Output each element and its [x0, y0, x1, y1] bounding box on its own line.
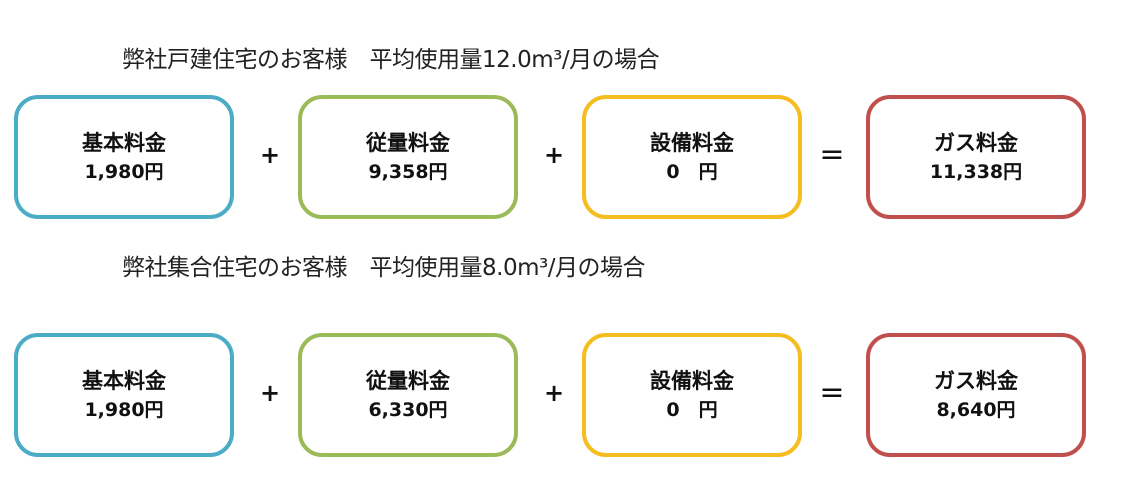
gas-fee-label: ガス料金 [934, 369, 1018, 393]
equipment-fee-label: 設備料金 [650, 131, 734, 155]
usage-fee-box: 従量料金 6,330円 [298, 333, 518, 457]
gas-fee-value: 8,640円 [936, 399, 1016, 421]
usage-fee-box: 従量料金 9,358円 [298, 95, 518, 219]
fee-equation-row-detached-house: 基本料金 1,980円 + 従量料金 9,358円 + 設備料金 0 円 = ガ… [0, 95, 1148, 219]
equals-operator: = [819, 375, 845, 410]
equipment-fee-box: 設備料金 0 円 [582, 333, 802, 457]
usage-fee-value: 9,358円 [368, 161, 448, 183]
fee-equation-row-apartment: 基本料金 1,980円 + 従量料金 6,330円 + 設備料金 0 円 = ガ… [0, 333, 1148, 457]
equipment-fee-value: 0 円 [666, 161, 718, 183]
usage-fee-label: 従量料金 [366, 369, 450, 393]
basic-fee-value: 1,980円 [84, 399, 164, 421]
plus-operator: + [259, 379, 281, 407]
usage-fee-value: 6,330円 [368, 399, 448, 421]
gas-fee-box: ガス料金 8,640円 [866, 333, 1086, 457]
plus-operator: + [543, 379, 565, 407]
plus-operator: + [543, 141, 565, 169]
usage-fee-label: 従量料金 [366, 131, 450, 155]
equipment-fee-box: 設備料金 0 円 [582, 95, 802, 219]
gas-fee-value: 11,338円 [929, 161, 1023, 183]
basic-fee-box: 基本料金 1,980円 [14, 333, 234, 457]
equipment-fee-value: 0 円 [666, 399, 718, 421]
basic-fee-label: 基本料金 [82, 369, 166, 393]
gas-fee-label: ガス料金 [934, 131, 1018, 155]
basic-fee-label: 基本料金 [82, 131, 166, 155]
scenario-caption-detached-house: 弊社戸建住宅のお客様 平均使用量12.0m³/月の場合 [122, 47, 660, 73]
equipment-fee-label: 設備料金 [650, 369, 734, 393]
basic-fee-value: 1,980円 [84, 161, 164, 183]
scenario-caption-apartment: 弊社集合住宅のお客様 平均使用量8.0m³/月の場合 [122, 255, 645, 281]
plus-operator: + [259, 141, 281, 169]
gas-fee-box: ガス料金 11,338円 [866, 95, 1086, 219]
basic-fee-box: 基本料金 1,980円 [14, 95, 234, 219]
equals-operator: = [819, 137, 845, 172]
